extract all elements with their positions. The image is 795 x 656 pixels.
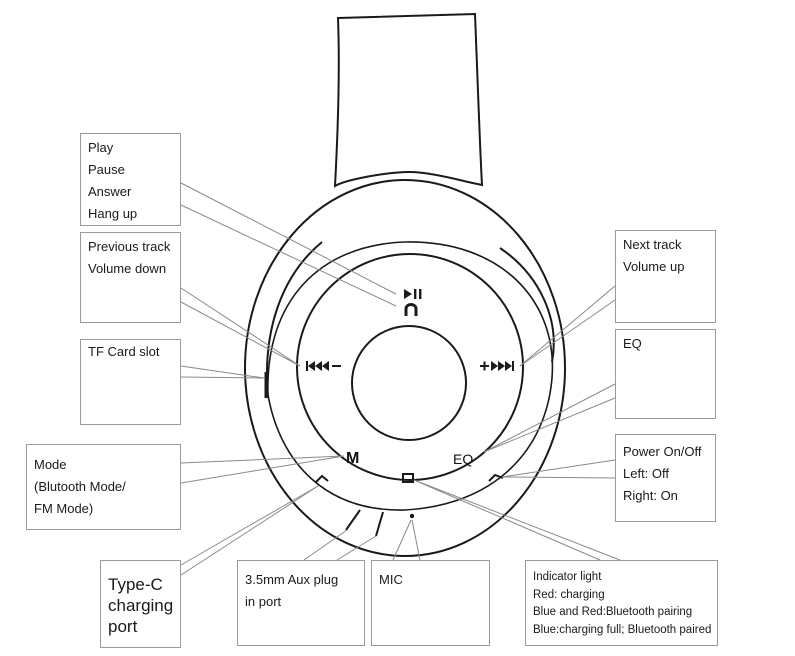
- callout-indicator-light: Indicator light Red: charging Blue and R…: [525, 560, 718, 646]
- callout-line: Pause: [88, 162, 125, 177]
- callout-previous-track: Previous track Volume down: [80, 232, 181, 323]
- ear-cup-rim: [267, 241, 554, 511]
- callout-line: Answer: [88, 184, 132, 199]
- callout-line: Blue and Red:Bluetooth pairing: [533, 606, 693, 618]
- leader-lines: [180, 182, 621, 576]
- callout-play-pause: Play Pause Answer Hang up: [80, 133, 181, 226]
- callout-line: Left: Off: [623, 466, 670, 481]
- callout-power: Power On/Off Left: Off Right: On: [615, 434, 716, 522]
- callout-mic: MIC: [371, 560, 490, 646]
- hinge-right: [499, 247, 555, 363]
- callout-line: (Blutooth Mode/: [34, 479, 126, 494]
- callout-line: Mode: [34, 457, 67, 472]
- callout-line: in port: [245, 594, 282, 609]
- callout-line: Volume up: [623, 259, 685, 274]
- callout-line: Hang up: [88, 206, 138, 221]
- callout-line: Next track: [623, 237, 682, 252]
- power-switch-mark[interactable]: [488, 473, 504, 482]
- callout-line: 3.5mm Aux plug: [245, 572, 339, 587]
- callout-line: Indicator light: [533, 571, 602, 583]
- mic-hole: [409, 513, 415, 519]
- center-circle: [351, 325, 467, 441]
- callout-line: Right: On: [623, 488, 678, 503]
- callout-line: Red: charging: [533, 588, 605, 601]
- callout-line: charging: [108, 596, 174, 615]
- callout-typec: Type-C charging port: [100, 560, 181, 648]
- callout-line: MIC: [379, 572, 403, 587]
- callout-mode: Mode (Blutooth Mode/ FM Mode): [26, 444, 181, 530]
- aux-port-mark-2: [375, 511, 384, 537]
- callout-next-track: Next track Volume up: [615, 230, 716, 323]
- callout-eq: EQ: [615, 329, 716, 419]
- callout-line: FM Mode): [34, 501, 94, 516]
- callout-tf-card: TF Card slot: [80, 339, 181, 425]
- play-pause-icon[interactable]: [404, 289, 422, 299]
- previous-volume-down-icon[interactable]: [306, 361, 341, 371]
- callout-line: Type-C: [108, 575, 163, 594]
- aux-port-mark-1: [345, 509, 361, 531]
- mode-symbol[interactable]: M: [346, 450, 359, 467]
- callout-aux: 3.5mm Aux plug in port: [237, 560, 365, 646]
- callout-line: Previous track: [88, 239, 171, 254]
- eq-symbol[interactable]: EQ: [453, 451, 473, 467]
- callout-line: Play: [88, 140, 114, 155]
- callout-line: Power On/Off: [623, 444, 702, 459]
- typec-port-mark: [315, 474, 329, 483]
- callout-line: port: [108, 617, 138, 636]
- indicator-light: [402, 473, 414, 483]
- callout-line: EQ: [623, 336, 642, 351]
- phone-icon[interactable]: [404, 303, 418, 317]
- callout-line: TF Card slot: [88, 344, 160, 359]
- callout-line: Volume down: [88, 261, 167, 276]
- next-volume-up-icon[interactable]: [480, 361, 514, 371]
- headband: [333, 12, 484, 188]
- callout-line: Blue:charging full; Bluetooth paired: [533, 623, 712, 636]
